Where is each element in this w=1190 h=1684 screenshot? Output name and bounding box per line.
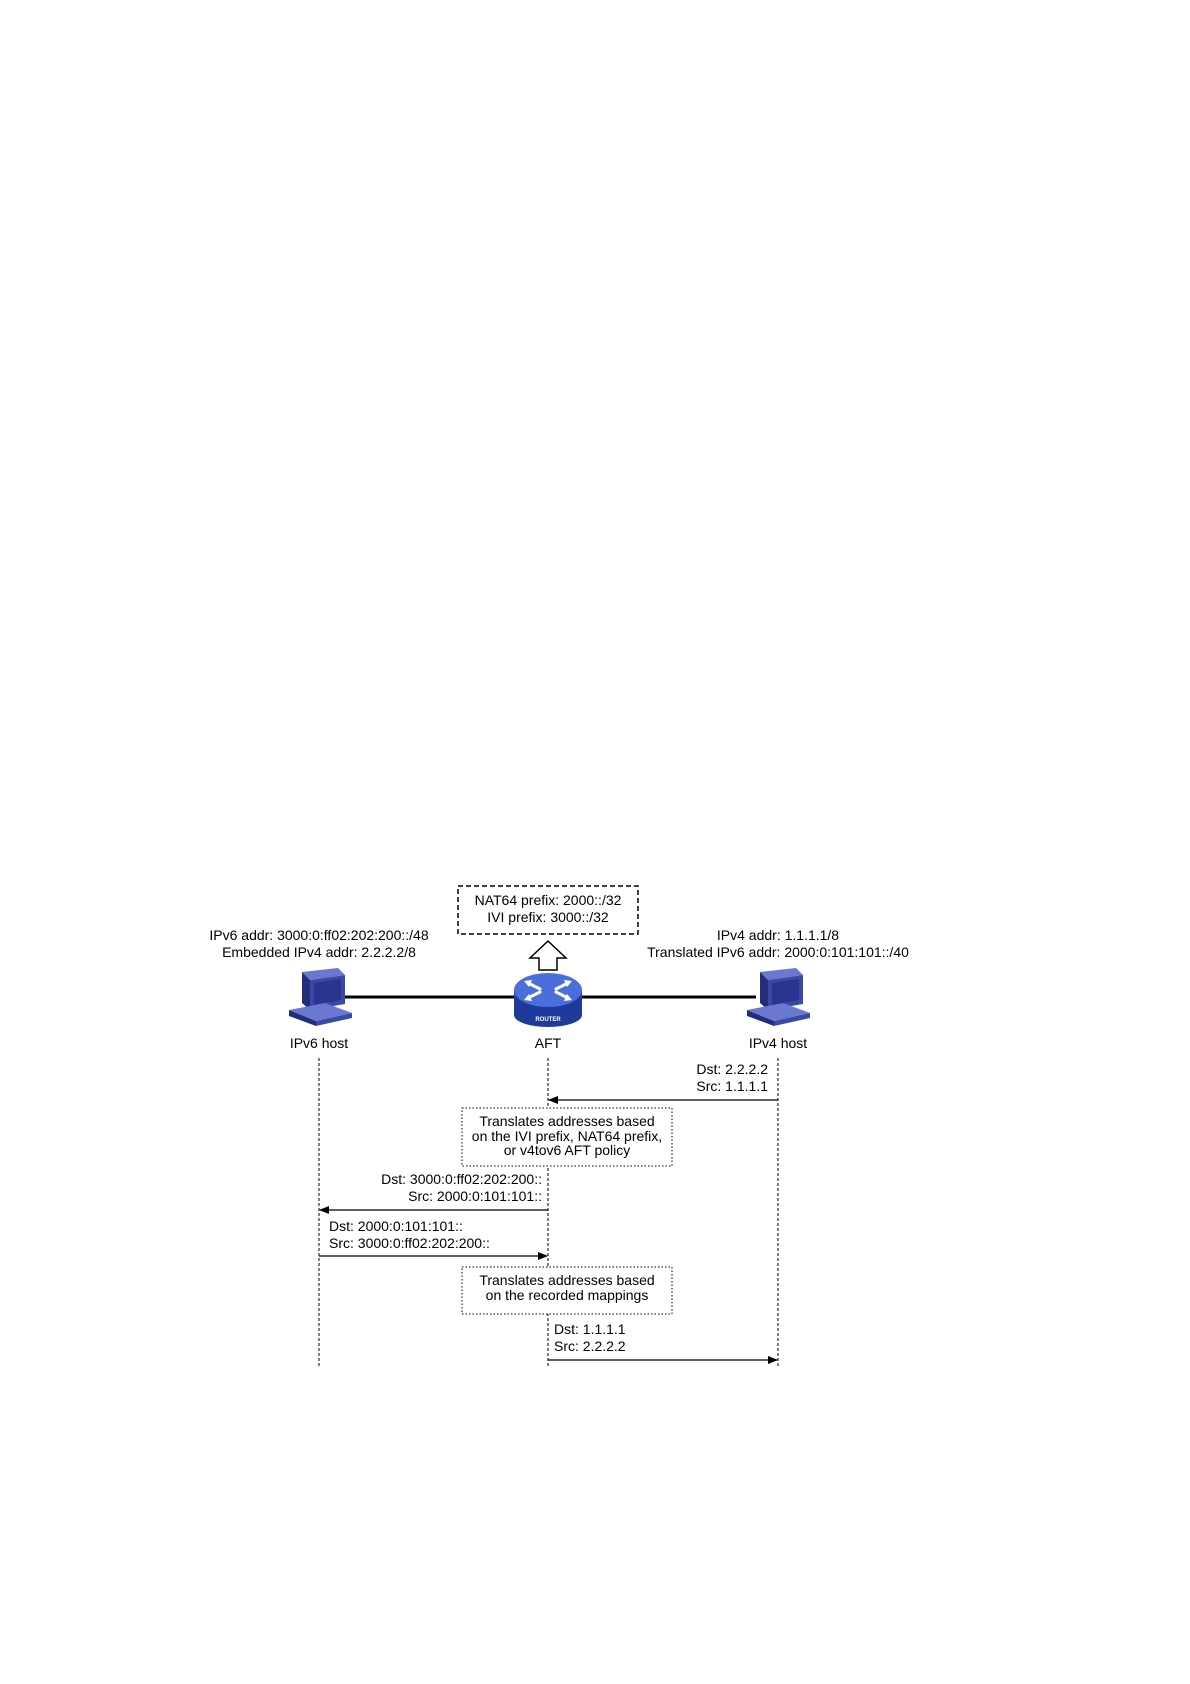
nat64-prefix-text: NAT64 prefix: 2000::/32 [475,892,622,908]
router-label: ROUTER [535,1017,561,1023]
note1-line1: Translates addresses based [479,1113,654,1129]
up-arrow-icon [528,939,568,971]
note1-line2: on the IVI prefix, NAT64 prefix, [472,1128,662,1144]
msg3-dst: Dst: 2000:0:101:101:: [329,1218,463,1234]
ipv6-host-computer-icon [289,968,352,1026]
note1-box [461,1107,673,1167]
prefix-box [457,885,639,935]
msg4-dst: Dst: 1.1.1.1 [554,1321,626,1337]
msg2-dst: Dst: 3000:0:ff02:202:200:: [381,1171,542,1187]
ipv6-host-addr: IPv6 addr: 3000:0:ff02:202:200::/48 [209,927,428,943]
ipv4-host-computer-icon [747,968,810,1026]
ipv6-host-label: IPv6 host [290,1035,348,1051]
note2-box [461,1266,673,1315]
msg3-src: Src: 3000:0:ff02:202:200:: [329,1235,490,1251]
ipv6-embedded-addr: Embedded IPv4 addr: 2.2.2.2/8 [222,944,416,960]
router-icon: ROUTER [514,973,582,1027]
note2-line2: on the recorded mappings [486,1287,649,1303]
msg2-src: Src: 2000:0:101:101:: [408,1188,542,1204]
msg1-dst: Dst: 2.2.2.2 [696,1061,768,1077]
ipv4-host-addr: IPv4 addr: 1.1.1.1/8 [717,927,839,943]
ipv4-translated-addr: Translated IPv6 addr: 2000:0:101:101::/4… [647,944,909,960]
msg4-src: Src: 2.2.2.2 [554,1338,626,1354]
note2-line1: Translates addresses based [479,1272,654,1288]
ipv4-host-label: IPv4 host [749,1035,807,1051]
aft-label: AFT [535,1035,562,1051]
ivi-prefix-text: IVI prefix: 3000::/32 [487,909,609,925]
msg1-src: Src: 1.1.1.1 [696,1078,768,1094]
note1-line3: or v4tov6 AFT policy [504,1142,631,1158]
